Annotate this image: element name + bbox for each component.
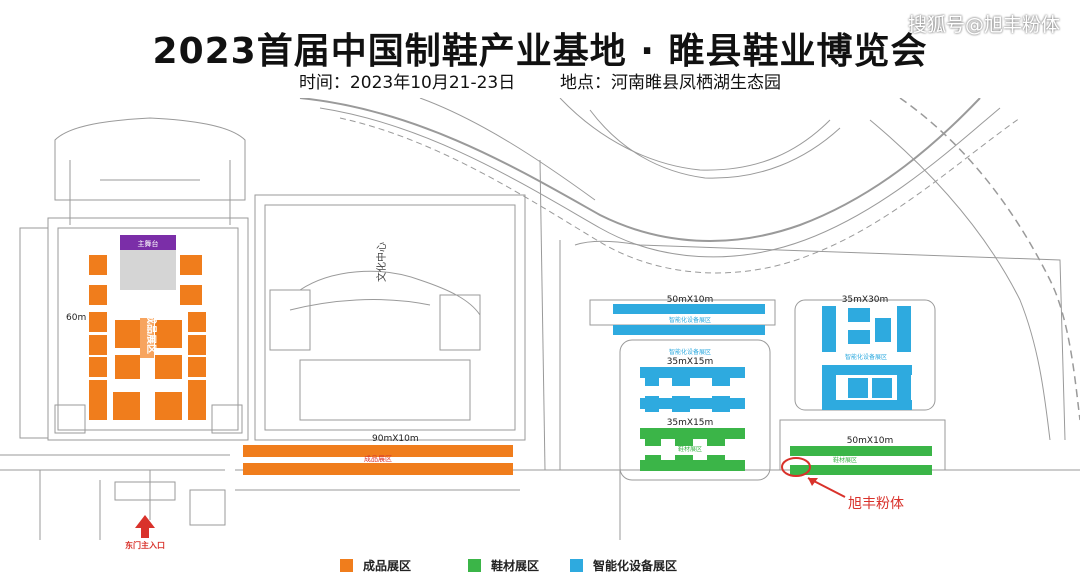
annotation-arrow-head [808, 478, 818, 486]
legend-item-material: 鞋材展区 [468, 555, 539, 575]
legend-item-smart: 智能化设备展区 [570, 555, 677, 575]
block-dimension-35x15-top: 35mX15m [667, 357, 714, 367]
smart-strip-row-1 [613, 304, 765, 314]
legend-swatch-material [468, 558, 481, 572]
finished-strip-label: 成品展区 [364, 454, 392, 463]
entrance-label: 东门主入口 [125, 540, 165, 550]
legend-label-finished: 成品展区 [363, 558, 412, 573]
smart-strip-label: 智能化设备展区 [669, 316, 711, 324]
finished-hall-label: 成品展区 [145, 314, 158, 354]
legend-item-finished: 成品展区 [340, 555, 411, 575]
legend-swatch-finished [340, 558, 353, 572]
finished-strip-row-2 [243, 463, 513, 475]
material-mid-booths [640, 428, 745, 471]
legend-swatch-smart [570, 558, 583, 572]
annotation-label: 旭丰粉体 [848, 496, 904, 512]
entrance-arrow-icon [135, 515, 155, 538]
material-right-label: 鞋材展区 [833, 456, 857, 464]
material-strip-row-1 [790, 446, 932, 456]
strip-dimension-50x10-bottom: 50mX10m [847, 436, 894, 446]
stage-label: 主舞台 [138, 239, 159, 248]
page-title: 2023首届中国制鞋产业基地 · 睢县鞋业博览会 [152, 31, 928, 72]
highlight-circle [781, 457, 811, 477]
venue-map: 主舞台 成品展区 60m 文化中心 90mX10m 成品展区 50mX10m 智… [0, 98, 1080, 550]
stage-floor [120, 250, 176, 290]
watermark: 搜狐号@旭丰粉体 [907, 14, 1060, 36]
strip-dimension-50x10-top: 50mX10m [667, 295, 714, 305]
block-dimension-35x30: 35mX30m [842, 295, 889, 305]
legend: 成品展区 鞋材展区 智能化设备展区 [0, 555, 1080, 575]
finished-goods-hall-booths [89, 255, 206, 420]
finished-strip-row-1 [243, 445, 513, 457]
strip-dimension-90x10: 90mX10m [372, 434, 419, 444]
hall-dimension-60m: 60m [66, 313, 86, 323]
legend-label-smart: 智能化设备展区 [593, 558, 678, 573]
main-stage [120, 235, 176, 250]
block-dimension-35x15-bottom: 35mX15m [667, 418, 714, 428]
site-plan-lines [0, 98, 1080, 540]
exhibition-place: 地点：河南睢县凤栖湖生态园 [560, 73, 782, 93]
exhibition-time: 时间：2023年10月21-23日 [298, 73, 516, 93]
material-mid-label: 鞋材展区 [678, 445, 702, 453]
smart-right-booths [822, 306, 912, 410]
page-subtitle: 时间：2023年10月21-23日 地点：河南睢县凤栖湖生态园 [0, 68, 1080, 93]
culture-center-label: 文化中心 [375, 242, 388, 282]
smart-strip-row-2 [613, 325, 765, 335]
smart-mid-top-label: 智能化设备展区 [669, 348, 711, 356]
smart-right-label: 智能化设备展区 [845, 353, 887, 361]
material-strip-row-2 [790, 465, 932, 475]
legend-label-material: 鞋材展区 [491, 558, 540, 573]
smart-mid-booths [640, 367, 745, 412]
